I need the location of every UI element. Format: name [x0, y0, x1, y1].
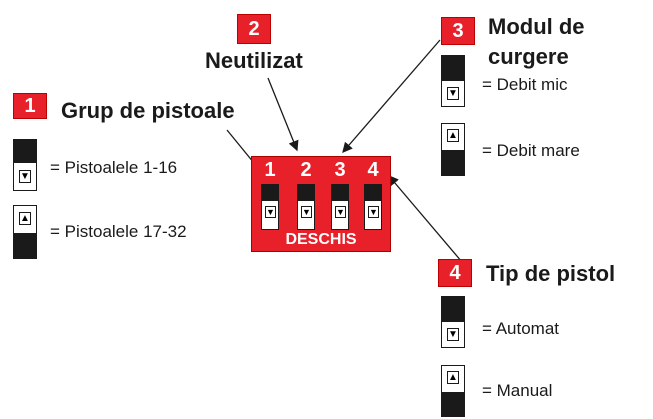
- down-arrow-icon: ▼: [447, 328, 459, 341]
- dip-switch-3[interactable]: ▼: [331, 184, 349, 230]
- up-arrow-icon: ▲: [447, 129, 459, 142]
- down-arrow-icon: ▼: [265, 206, 276, 218]
- down-arrow-icon: ▼: [335, 206, 346, 218]
- callout-3-badge: 3: [441, 17, 475, 45]
- switch-number-4: 4: [367, 159, 379, 181]
- arrow-to-switch-2: [267, 77, 299, 152]
- switch-number-3: 3: [334, 159, 346, 181]
- down-arrow-icon: ▼: [368, 206, 379, 218]
- switch-off-icon: ▼: [441, 296, 465, 348]
- legend-group-down: = Pistoalele 1-16: [50, 158, 178, 177]
- callout-3-title-line2: curgere: [488, 44, 569, 69]
- switch-on-icon: ▲: [441, 123, 465, 176]
- switch-on-icon: ▲: [441, 365, 465, 417]
- callout-3-title-line1: Modul de: [488, 14, 585, 39]
- legend-flow-up: = Debit mare: [482, 141, 580, 160]
- up-arrow-icon: ▲: [447, 371, 459, 384]
- dip-switch-2[interactable]: ▼: [297, 184, 315, 230]
- switch-on-icon: ▲: [13, 205, 37, 259]
- legend-flow-down: = Debit mic: [482, 75, 568, 94]
- callout-1-badge: 1: [13, 93, 47, 119]
- switch-off-icon: ▼: [13, 139, 37, 191]
- down-arrow-icon: ▼: [447, 87, 459, 100]
- arrow-to-switch-4: [388, 175, 463, 263]
- dip-switch-4[interactable]: ▼: [364, 184, 382, 230]
- legend-group-up: = Pistoalele 17-32: [50, 222, 187, 241]
- up-arrow-icon: ▲: [19, 212, 31, 225]
- callout-2-badge: 2: [237, 14, 271, 44]
- callout-4-title: Tip de pistol: [486, 261, 616, 286]
- callout-1-title: Grup de pistoale: [61, 98, 235, 123]
- switch-number-2: 2: [300, 159, 312, 181]
- dip-switch-panel: 1 2 3 4 ▼ ▼ ▼ ▼ DESCHIS: [251, 156, 391, 252]
- switch-number-1: 1: [264, 159, 276, 181]
- callout-4-badge: 4: [438, 259, 472, 287]
- open-label: DESCHIS: [285, 231, 357, 248]
- switch-off-icon: ▼: [441, 55, 465, 107]
- down-arrow-icon: ▼: [301, 206, 312, 218]
- down-arrow-icon: ▼: [19, 170, 31, 183]
- legend-type-up: = Manual: [482, 381, 553, 400]
- callout-2-title: Neutilizat: [205, 48, 303, 73]
- arrow-to-switch-3: [342, 39, 441, 153]
- dip-switch-1[interactable]: ▼: [261, 184, 279, 230]
- legend-type-down: = Automat: [482, 319, 560, 338]
